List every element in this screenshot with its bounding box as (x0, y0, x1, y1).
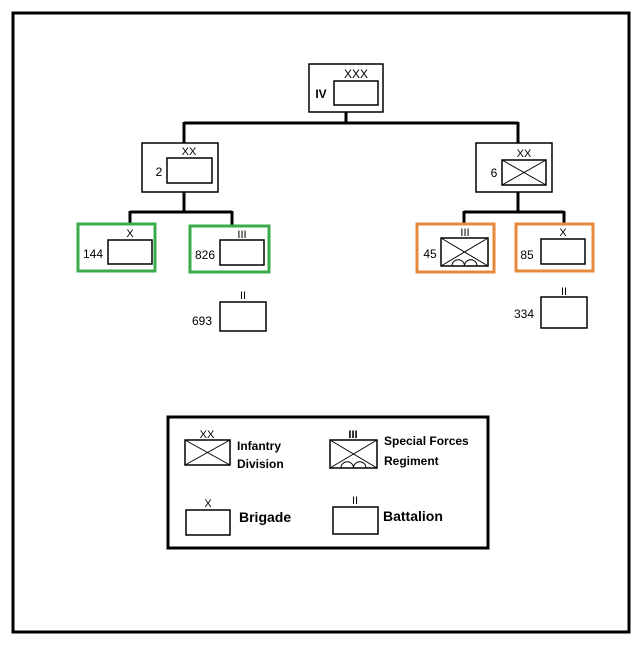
unit-826-label: 826 (195, 248, 215, 262)
battalion-334-unit-symbol (540, 296, 588, 329)
battalion-693-unit-symbol (219, 301, 267, 332)
unit-45-label: 45 (423, 247, 437, 261)
division-6-echelon-marker: XX (517, 148, 532, 160)
legend-infantry-echelon-marker: XX (200, 429, 215, 441)
unit-node-144: X 144 (76, 222, 157, 273)
unit-85-unit-symbol (540, 238, 586, 265)
battalion-693-echelon-marker: II (240, 290, 246, 302)
legend-special-forces-cross-b (329, 439, 378, 469)
legend-brigade-symbol (185, 509, 231, 536)
unit-node-85: X 85 (514, 222, 595, 273)
legend-infantry-division-line2: Division (237, 457, 284, 471)
battalion-node-693: II 693 (192, 290, 267, 332)
special-forces-cross-b (440, 237, 489, 267)
legend-battalion-echelon-marker: II (352, 495, 358, 507)
corps-echelon-marker: XXX (344, 67, 368, 81)
legend-special-forces-line1: Special Forces (384, 434, 469, 448)
unit-826-echelon-marker: III (237, 229, 246, 241)
battalion-334-label: 334 (514, 307, 534, 321)
battalion-693-label: 693 (192, 314, 212, 328)
corps-label: IV (315, 87, 326, 101)
corps-unit-symbol (333, 80, 379, 106)
unit-node-826: III 826 (188, 224, 271, 274)
battalion-334-echelon-marker: II (561, 286, 567, 298)
unit-node-45: III 45 (415, 222, 496, 274)
unit-85-echelon-marker: X (559, 227, 567, 239)
legend-brigade-echelon-marker: X (204, 498, 212, 510)
infantry-cross-b (501, 159, 547, 186)
battalion-node-334: II 334 (514, 286, 588, 329)
legend-brigade-label: Brigade (239, 509, 291, 525)
legend-battalion-label: Battalion (383, 508, 443, 524)
airborne-arcs (451, 259, 478, 267)
legend-battalion-symbol (332, 506, 379, 535)
unit-144-unit-symbol (107, 239, 153, 265)
unit-826-unit-symbol (219, 239, 265, 266)
division-2-echelon-marker: XX (182, 146, 197, 158)
legend: XX Infantry Division III Special Forces … (166, 415, 490, 550)
unit-144-label: 144 (83, 247, 103, 261)
division-2-unit-symbol (166, 157, 213, 184)
unit-45-echelon-marker: III (460, 227, 469, 239)
legend-infantry-cross-b (184, 439, 231, 466)
corps-node: XXX IV (308, 63, 384, 113)
legend-special-forces-line2: Regiment (384, 454, 439, 468)
division-node-2: XX 2 (141, 142, 219, 193)
outer-frame (11, 11, 631, 634)
unit-144-echelon-marker: X (126, 228, 134, 240)
legend-infantry-division-line1: Infantry (237, 439, 281, 453)
division-node-6: XX 6 (475, 142, 553, 193)
division-6-label: 6 (491, 166, 498, 180)
legend-airborne-arcs (340, 461, 367, 469)
legend-special-forces-echelon-marker: III (348, 429, 357, 441)
division-2-label: 2 (156, 165, 163, 179)
connector-lines (128, 112, 566, 226)
unit-85-label: 85 (520, 248, 534, 262)
